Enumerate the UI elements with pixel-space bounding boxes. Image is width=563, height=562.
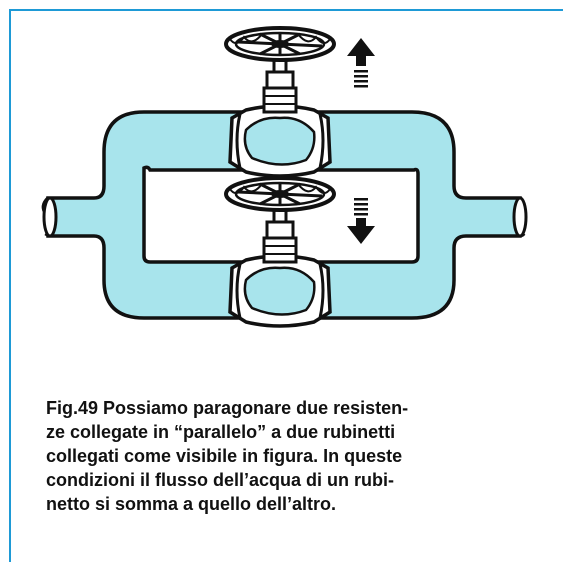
frame-top-border — [9, 9, 563, 11]
frame-left-border — [9, 9, 11, 562]
caption-line: collegati come visibile in figura. In qu… — [46, 446, 403, 466]
caption-line: netto si somma a quello dell’altro. — [46, 494, 337, 514]
arrow-up-icon — [347, 38, 375, 88]
figure-caption: Fig.49 Possiamo paragonare due resisten-… — [46, 396, 546, 516]
upper-faucet — [224, 26, 336, 178]
lower-faucet — [224, 176, 336, 328]
caption-line: ze collegate in “parallelo” a due rubine… — [46, 422, 396, 442]
caption-line: Fig.49 Possiamo paragonare due resisten- — [46, 398, 409, 418]
arrow-down-icon — [347, 198, 375, 244]
caption-line: condizioni il flusso dell’acqua di un ru… — [46, 470, 395, 490]
parallel-faucets-illustration — [41, 26, 528, 328]
